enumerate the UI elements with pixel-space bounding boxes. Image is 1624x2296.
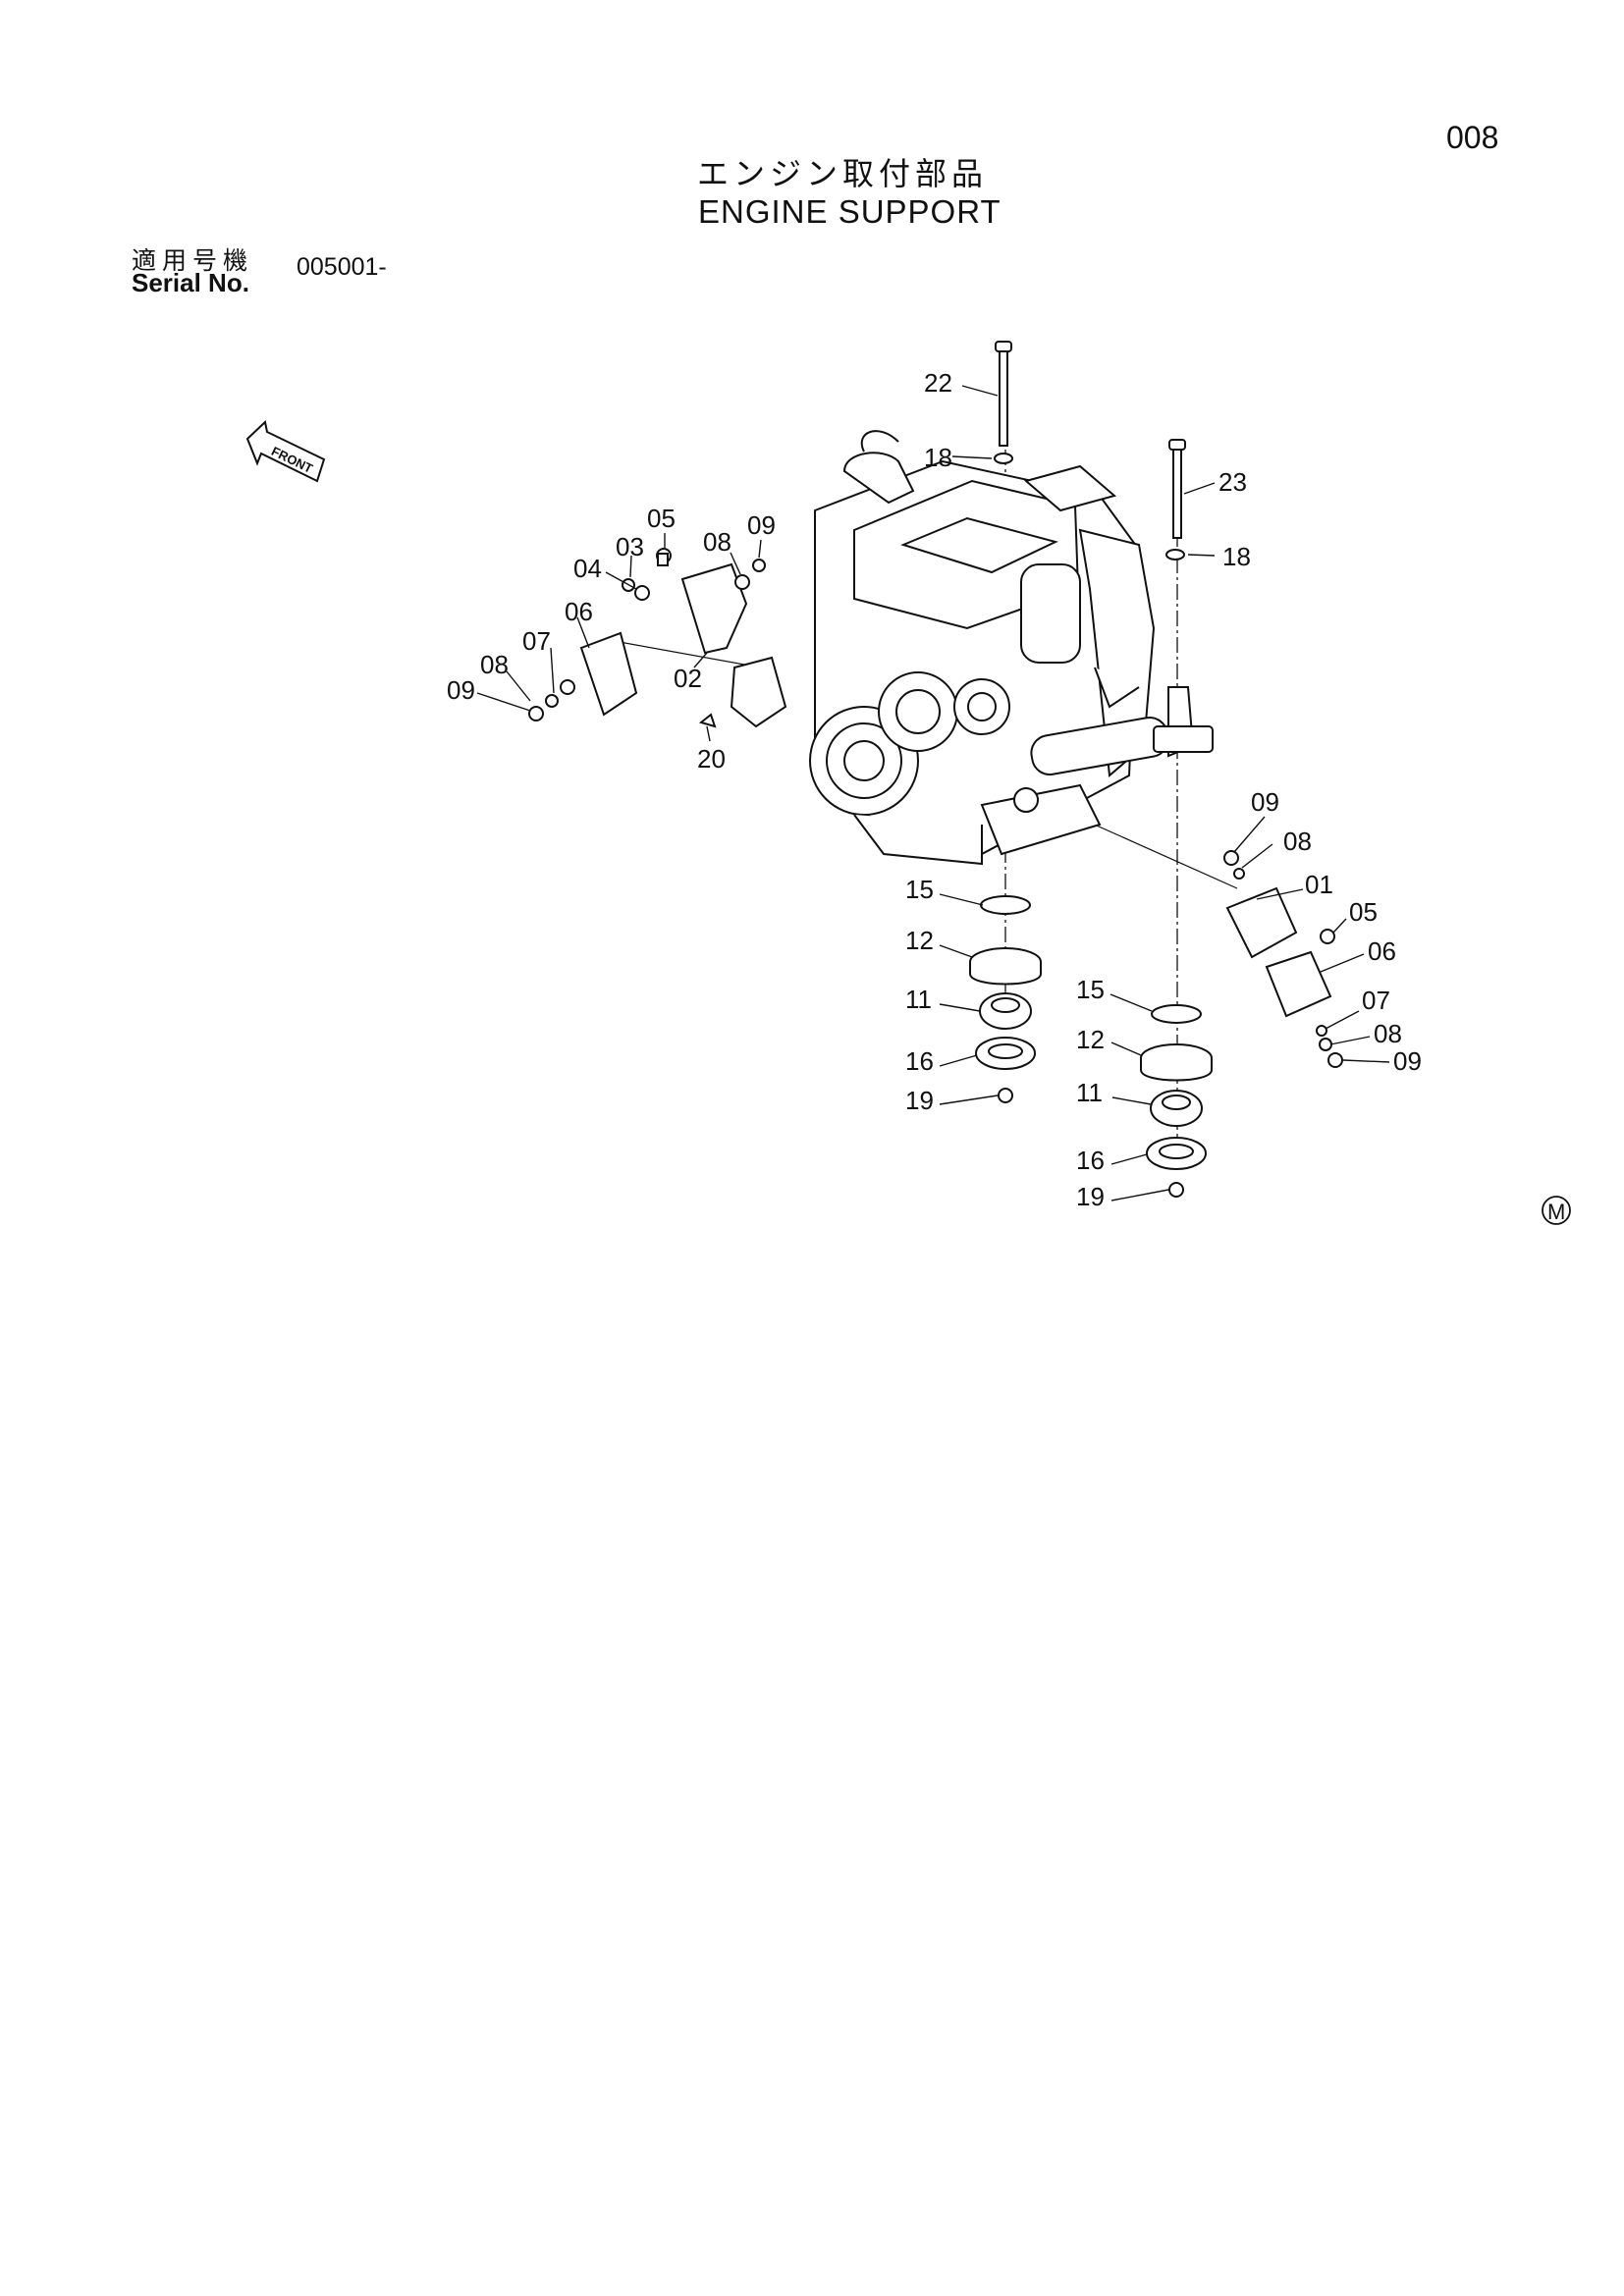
callout-label: 20 — [697, 744, 726, 774]
page-number: 008 — [1446, 120, 1499, 155]
long-bolt-23 — [1168, 439, 1186, 539]
callout-label: 09 — [447, 675, 475, 705]
callout-label: 01 — [1305, 870, 1333, 899]
callout-label: 09 — [1393, 1046, 1422, 1076]
left-bracket-group — [528, 548, 787, 728]
page-title: ENGINE SUPPORT — [698, 193, 1001, 230]
long-bolt-22 — [995, 341, 1012, 447]
serial-label-japanese: 適用号機 — [132, 246, 254, 275]
callout-label: 06 — [565, 597, 593, 626]
washer-18-right — [1165, 549, 1185, 561]
callout-label: 09 — [1251, 787, 1279, 817]
serial-number-value: 005001- — [297, 253, 387, 281]
callout-label: 07 — [522, 626, 551, 656]
callout-label: 19 — [1076, 1182, 1105, 1211]
callout-label: 11 — [905, 985, 932, 1014]
callout-label: 07 — [1362, 986, 1390, 1015]
callout-label: 02 — [674, 664, 702, 693]
callout-label: 15 — [905, 875, 934, 904]
callout-label: 08 — [480, 650, 509, 679]
callout-label: 16 — [1076, 1146, 1105, 1175]
page-title-japanese: エンジン取付部品 — [697, 155, 989, 192]
washer-18-left — [994, 453, 1013, 464]
callout-label: 15 — [1076, 975, 1105, 1004]
callout-label: 16 — [905, 1046, 934, 1076]
callout-label: 18 — [924, 443, 952, 472]
callout-label: 12 — [1076, 1025, 1105, 1054]
callout-label: 23 — [1218, 467, 1247, 497]
callout-label: 08 — [703, 527, 731, 557]
right-bracket-group — [1223, 850, 1343, 1068]
callout-label: 12 — [905, 926, 934, 955]
callout-label: 11 — [1076, 1078, 1103, 1107]
callout-label: 05 — [647, 504, 676, 533]
callout-label: 08 — [1374, 1019, 1402, 1048]
front-arrow-icon: FRONT — [245, 420, 326, 483]
engine-support-exploded-diagram: FRONT — [245, 341, 1571, 1225]
svg-text:M: M — [1547, 1200, 1565, 1224]
callout-label: 03 — [616, 532, 644, 561]
callout-label: 19 — [905, 1086, 934, 1115]
bracket-alignline-left — [608, 639, 762, 668]
callout-label: 18 — [1222, 542, 1251, 571]
circled-m-mark: M — [1542, 1196, 1571, 1225]
callout-label: 06 — [1368, 936, 1396, 966]
serial-label: Serial No. — [132, 268, 249, 297]
callout-label: 09 — [747, 510, 776, 540]
callout-label: 05 — [1349, 897, 1378, 927]
engine-assembly — [809, 430, 1214, 866]
callout-label: 08 — [1283, 827, 1312, 856]
callout-labels: 22 18 23 18 05 08 09 03 04 06 07 08 09 0… — [447, 368, 1422, 1211]
right-mount-stack — [1140, 1004, 1213, 1198]
callout-label: 04 — [573, 554, 602, 583]
left-mount-stack — [969, 895, 1042, 1103]
leader-lines — [476, 385, 1390, 1201]
callout-label: 22 — [924, 368, 952, 398]
